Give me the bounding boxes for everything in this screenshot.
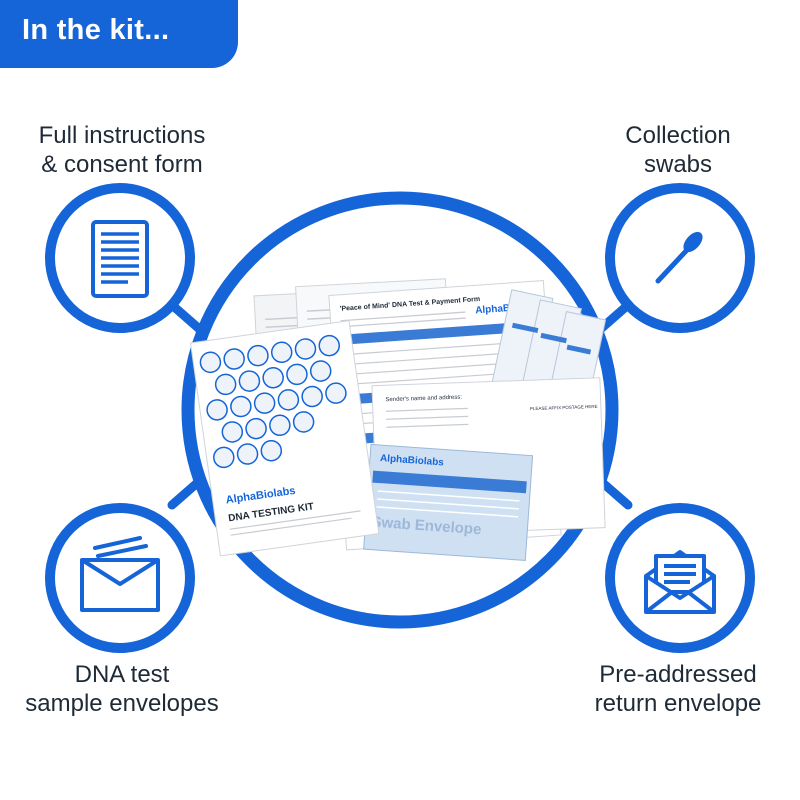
label-sample-envelopes: DNA test sample envelopes [25, 661, 219, 717]
document-icon [91, 220, 149, 298]
swab-icon [655, 231, 703, 284]
swab-envelope: AlphaBiolabs Swab Envelope [363, 443, 534, 561]
open-envelope-icon [644, 550, 716, 614]
sender-label: Sender's name and address: [385, 395, 462, 404]
page-title: In the kit... [22, 14, 170, 46]
kit-booklet: AlphaBiolabs DNA TESTING KIT [189, 320, 380, 557]
header-tab: In the kit... [0, 0, 238, 68]
envelope-icon [80, 536, 160, 612]
kit-contents-photo: 'Peace of Mind' DNA Test & Payment Form … [189, 278, 607, 561]
label-return-envelope: Pre-addressed return envelope [594, 661, 762, 717]
label-swabs: Collection swabs [625, 122, 731, 178]
ring-sample-envelopes [45, 503, 195, 653]
postage-label: PLEASE AFFIX POSTAGE HERE [530, 404, 598, 411]
envelope-brand: AlphaBiolabs [380, 453, 445, 468]
label-instructions: Full instructions & consent form [38, 122, 206, 178]
